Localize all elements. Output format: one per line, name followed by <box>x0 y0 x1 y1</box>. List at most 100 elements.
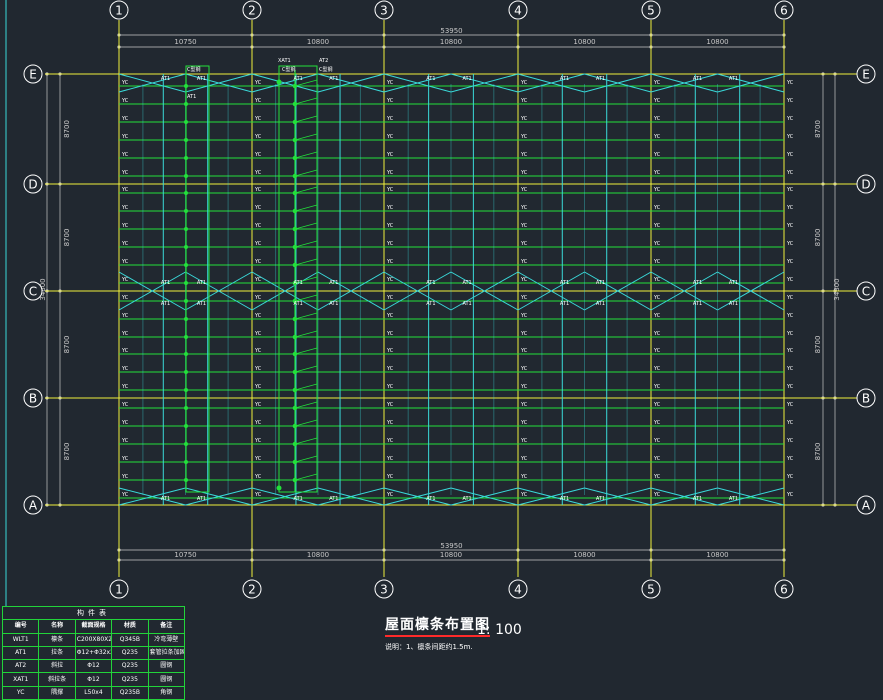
purlin-mark: YC <box>254 295 262 301</box>
grid-bubble-label: E <box>862 68 870 82</box>
brace-line <box>584 271 652 311</box>
purlin-mark: YC <box>254 223 262 229</box>
tie-rod-node <box>276 79 282 85</box>
brace-line <box>185 271 253 311</box>
purlin-mark: YC <box>786 134 794 140</box>
grid-bubble-label: C <box>862 285 870 299</box>
brace-line <box>118 487 186 506</box>
purlin-mark: YC <box>121 420 129 426</box>
purlin-mark: YC <box>786 152 794 158</box>
purlin-mark: YC <box>121 402 129 408</box>
purlin-mark: YC <box>520 492 528 498</box>
brace-line <box>517 487 585 506</box>
brace-line <box>383 487 452 506</box>
parts-cell: AT1 <box>1 645 40 661</box>
grid-bubble-label: A <box>862 499 871 513</box>
purlin-mark: YC <box>520 187 528 193</box>
purlin-mark: YC <box>653 456 661 462</box>
tie-rod-tick <box>294 455 318 463</box>
brace-mark: AT1 <box>197 301 206 307</box>
grid-bubble-label: 5 <box>647 583 655 597</box>
span-dim-label: 8700 <box>814 229 822 247</box>
brace-mark: AT1 <box>596 301 605 307</box>
tie-rod-node <box>184 191 188 195</box>
parts-cell: Q345B <box>111 632 149 647</box>
purlin-mark: YC <box>386 366 394 372</box>
brace-mark: AT1 <box>693 76 702 82</box>
table-row: XAT1 斜拉条 Φ12 Q235 圆钢 <box>1 672 186 687</box>
purlin-mark: YC <box>386 259 394 265</box>
grid-bubble-label: D <box>28 178 37 192</box>
grid-bubble-label: B <box>29 392 37 406</box>
grid-bubble-column <box>109 579 129 599</box>
brace-mark: AT1 <box>294 301 303 307</box>
tie-rod-tick <box>294 383 318 391</box>
tie-rod-node <box>184 352 188 356</box>
purlin-mark: YC <box>520 98 528 104</box>
total-dim-label: 34800 <box>833 278 841 300</box>
grid-bubble-column <box>374 0 394 20</box>
brace-mark: AT1 <box>560 301 569 307</box>
tie-rod-node <box>184 406 188 410</box>
purlin-mark: YC <box>786 223 794 229</box>
purlin-mark: YC <box>254 187 262 193</box>
tie-rod-node <box>184 388 188 392</box>
brace-mark: AT1 <box>462 496 471 502</box>
purlin-mark: YC <box>520 420 528 426</box>
tie-rod-tick <box>294 401 318 409</box>
brace-line <box>185 487 253 506</box>
purlin-mark: YC <box>254 116 262 122</box>
purlin-mark: YC <box>653 223 661 229</box>
tie-rod-node <box>184 138 188 142</box>
purlin-mark: YC <box>386 295 394 301</box>
span-dim-label: 10800 <box>440 551 462 559</box>
purlin-mark: YC <box>121 295 129 301</box>
span-dim-label: 10800 <box>573 38 595 46</box>
purlin-mark: YC <box>121 187 129 193</box>
purlin-mark: YC <box>254 384 262 390</box>
brace-mark: AT1 <box>161 280 170 286</box>
purlin-mark: YC <box>520 223 528 229</box>
brace-mark: AT1 <box>329 301 338 307</box>
brace-mark: AT1 <box>197 280 206 286</box>
tie-rod-tick <box>294 151 318 159</box>
tie-rod-mark: XAT1 <box>278 58 291 64</box>
tie-rod-tick <box>294 347 318 355</box>
grid-bubble-row <box>23 495 43 515</box>
purlin-mark: YC <box>121 348 129 354</box>
total-dim-label: 53950 <box>440 542 462 550</box>
purlin-mark: YC <box>520 366 528 372</box>
purlin-mark: YC <box>386 277 394 283</box>
purlin-mark: YC <box>121 277 129 283</box>
parts-cell: 套管拉条加固 <box>147 645 186 661</box>
purlin-mark: YC <box>386 187 394 193</box>
purlin-mark: YC <box>653 170 661 176</box>
purlin-mark: YC <box>254 438 262 444</box>
brace-line <box>717 271 785 311</box>
grid-bubble-label: B <box>862 392 870 406</box>
parts-cell: YC <box>1 685 40 700</box>
purlin-mark: YC <box>386 116 394 122</box>
tie-rod-tick <box>294 204 318 212</box>
purlin-mark: YC <box>653 80 661 86</box>
brace-mark: AT1 <box>426 496 435 502</box>
grid-bubble-row <box>856 64 876 84</box>
purlin-mark: YC <box>386 402 394 408</box>
purlin-mark: YC <box>520 205 528 211</box>
tie-rod-node <box>184 84 188 88</box>
purlin-mark: YC <box>653 259 661 265</box>
tie-rod-node <box>276 485 282 491</box>
brace-mark: AT1 <box>462 301 471 307</box>
parts-cell: 圆钢 <box>147 672 186 687</box>
purlin-mark: YC <box>786 456 794 462</box>
brace-mark: AT1 <box>161 76 170 82</box>
tie-rod-tick <box>294 133 318 141</box>
purlin-mark: YC <box>786 80 794 86</box>
purlin-mark: YC <box>386 313 394 319</box>
grid-bubble-label: A <box>29 499 38 513</box>
brace-line <box>118 73 186 93</box>
purlin-mark: YC <box>653 187 661 193</box>
purlin-mark: YC <box>520 438 528 444</box>
purlin-mark: YC <box>121 205 129 211</box>
